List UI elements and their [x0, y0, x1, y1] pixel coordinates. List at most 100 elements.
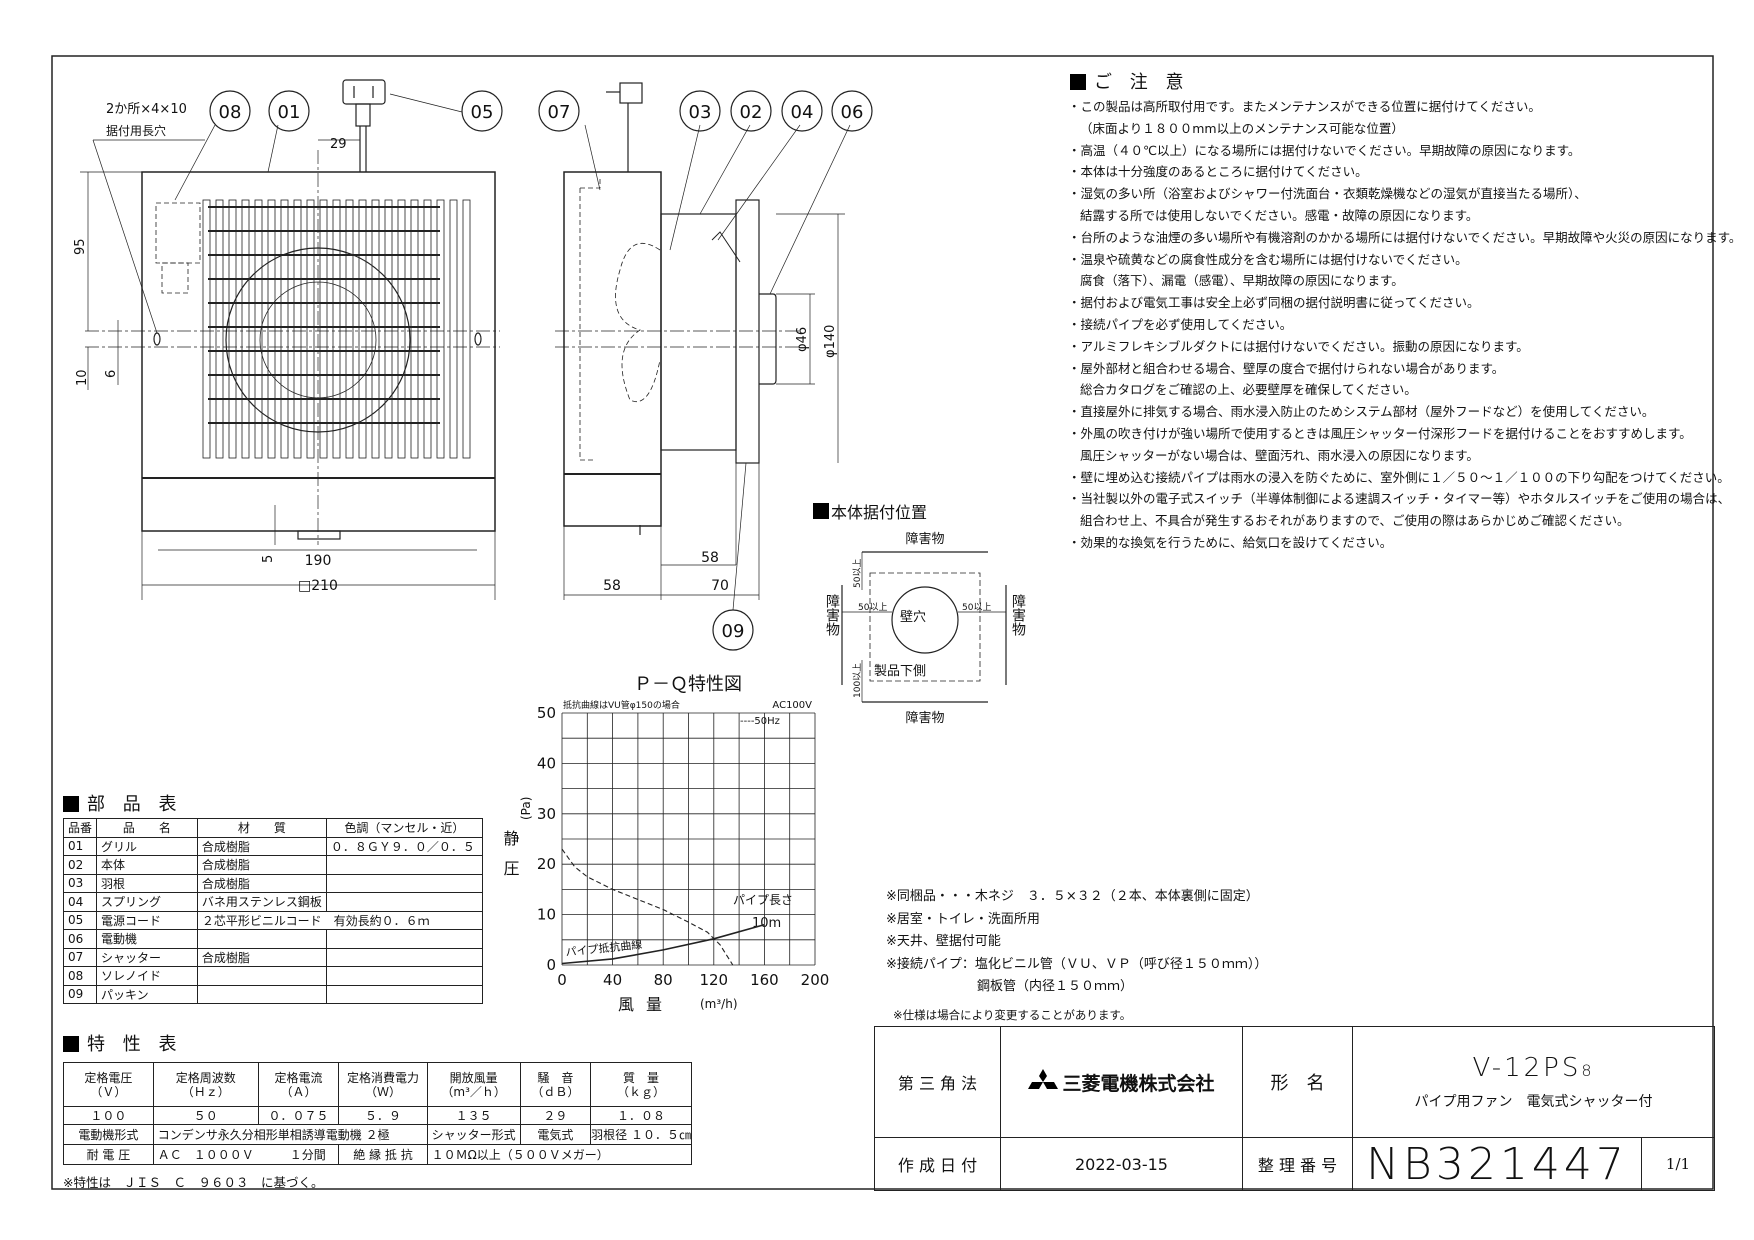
dim-phi46: φ46	[795, 327, 810, 352]
grille-bar	[345, 199, 354, 459]
grille-bar	[449, 199, 458, 459]
spec-value: ５０	[152, 1106, 259, 1125]
parts-cell: パッキン	[96, 984, 198, 1004]
callout-02: 02	[740, 102, 763, 123]
grille-bar	[319, 199, 328, 459]
parts-cell: 08	[62, 966, 98, 986]
obstacle-left: 障害物	[824, 594, 840, 637]
obstacle-right: 障害物	[1010, 594, 1026, 637]
parts-cell: 羽根	[96, 873, 198, 893]
caution-note: ・当社製以外の電子式スイッチ（半導体制御による速調スイッチ・タイマー等）やホタル…	[1068, 491, 1731, 507]
parts-cell: 07	[62, 947, 98, 967]
y-tick-label: 0	[546, 956, 556, 974]
caution-note: （床面より１８００mm以上のメンテナンス可能な位置）	[1080, 120, 1404, 136]
parts-cell: 合成樹脂	[196, 873, 327, 893]
x-tick-label: 120	[699, 971, 728, 989]
min-50-top: 50以上	[852, 559, 863, 588]
grille-bar	[280, 199, 289, 459]
grille-bar	[410, 199, 419, 459]
spec-header: 騒 音（ｄＢ）	[519, 1062, 592, 1107]
dim-95: 95	[73, 238, 88, 255]
parts-cell: 合成樹脂	[196, 836, 327, 856]
caution-note: 結露する所では使用しないでください。感電・故障の原因になります。	[1080, 207, 1479, 223]
parts-cell: 01	[62, 836, 98, 856]
parts-header: 品番	[62, 818, 98, 838]
withstand-voltage: ＡＣ １０００Ｖ １分間	[152, 1144, 340, 1165]
grille-bar	[215, 199, 224, 459]
obstacle-top: 障害物	[905, 531, 944, 547]
spec-header-unit: （ｄＢ）	[531, 1084, 580, 1099]
dim-5: 5	[261, 555, 276, 563]
chart-xunit: (m³/h)	[700, 997, 738, 1011]
spec-header-unit: （ｋｇ）	[617, 1084, 666, 1099]
blade-dia-label: 羽根径	[591, 1127, 628, 1142]
dim-58-duct: 58	[701, 550, 719, 566]
grille-bar	[384, 199, 393, 459]
power-plug-icon	[342, 79, 386, 105]
parts-cell: ２芯平形ビニルコード 有効長約０．６ｍ	[196, 910, 484, 930]
side-plug-icon	[619, 82, 643, 104]
dim-6: 6	[104, 370, 119, 378]
date-label: 作 成 日 付	[875, 1138, 1001, 1190]
chart-yunit: (Pa)	[519, 797, 533, 820]
spec-value: ２９	[519, 1106, 592, 1125]
parts-cell: ０．８ＧＹ９．０／０．５	[325, 836, 484, 856]
shutter-type-label: シャッター形式	[426, 1124, 521, 1145]
withstand-label: 耐 電 圧	[63, 1144, 154, 1165]
parts-cell	[325, 892, 484, 912]
caution-note: ・本体は十分強度のあるところに据付けてください。	[1068, 164, 1368, 180]
spec-value: １．０８	[590, 1106, 692, 1125]
chart-note: 抵抗曲線はVU管φ150の場合	[563, 699, 680, 711]
install-position-diagram: 本体据付位置 障害物 障害物 障害物 障害物 50以上 50以上 50以上 10…	[813, 503, 1026, 726]
grille-bar	[241, 199, 250, 459]
parts-cell: 02	[62, 855, 98, 875]
parts-cell: 03	[62, 873, 98, 893]
pipe-length-value: 10m	[752, 916, 781, 931]
dim-70: 70	[711, 578, 729, 594]
chart-ylabel: 静圧	[501, 830, 520, 890]
remark: ※接続パイプ：塩化ビニル管（ＶＵ、ＶＰ（呼び径１５０ｍｍ））	[886, 956, 1268, 972]
grille-bar	[423, 199, 432, 459]
min-100-bottom: 100以上	[852, 663, 863, 698]
parts-cell: 電動機	[96, 929, 198, 949]
spec-header-name: 定格消費電力	[346, 1070, 419, 1085]
grille-bar	[254, 199, 263, 459]
min-50-left: 50以上	[858, 602, 887, 613]
parts-cell: 06	[62, 929, 98, 949]
spec-header: 定格電圧（Ｖ）	[63, 1062, 154, 1107]
creation-date: 2022-03-15	[1001, 1138, 1243, 1190]
pq-chart: Ｐ－Ｑ特性図 抵抗曲線はVU管φ150の場合 AC100V ----50Hz 静…	[501, 674, 830, 1014]
spec-header-unit: （Ａ）	[280, 1084, 317, 1099]
slot-note-2: 据付用長穴	[106, 123, 166, 138]
callout-06: 06	[841, 102, 864, 123]
doc-number: NB321447	[1353, 1138, 1642, 1190]
spec-value: １３５	[426, 1106, 521, 1125]
model-label: 形 名	[1243, 1027, 1353, 1138]
parts-cell: 本体	[96, 855, 198, 875]
caution-note: ・直接屋外に排気する場合、雨水浸入防止のためシステム部材（屋外フードなど）を使用…	[1068, 404, 1655, 420]
chart-title: Ｐ－Ｑ特性図	[634, 674, 742, 695]
caution-note: ・温泉や硫黄などの腐食性成分を含む場所には据付けないでください。	[1068, 251, 1468, 267]
caution-notes: ・この製品は高所取付用です。またメンテナンスができる位置に据付けてください。（床…	[1068, 96, 1741, 554]
parts-cell: グリル	[96, 836, 198, 856]
spec-header-unit: （Ｗ）	[364, 1084, 401, 1099]
chart-xlabel: 風量	[618, 995, 674, 1014]
y-tick-label: 10	[537, 906, 556, 924]
motor-type-label: 電動機形式	[63, 1124, 154, 1145]
sheet-border	[51, 55, 1714, 1190]
caution-note: ・高温（４０℃以上）になる場所には据付けないでください。早期故障の原因になります…	[1068, 142, 1581, 158]
remark: ※同梱品・・・木ネジ ３．５×３２（２本、本体裏側に固定）	[886, 889, 1259, 904]
insulation-resistance: １０ＭΩ以上（５００Ｖメガー）	[426, 1144, 693, 1165]
parts-cell: スプリング	[96, 892, 198, 912]
spec-header: 開放風量（m³／ｈ）	[426, 1062, 521, 1107]
grille-bar	[371, 199, 380, 459]
parts-cell	[325, 873, 484, 893]
parts-header: 品 名	[96, 818, 198, 838]
grille-bar	[436, 199, 445, 459]
callout-04: 04	[791, 102, 814, 123]
